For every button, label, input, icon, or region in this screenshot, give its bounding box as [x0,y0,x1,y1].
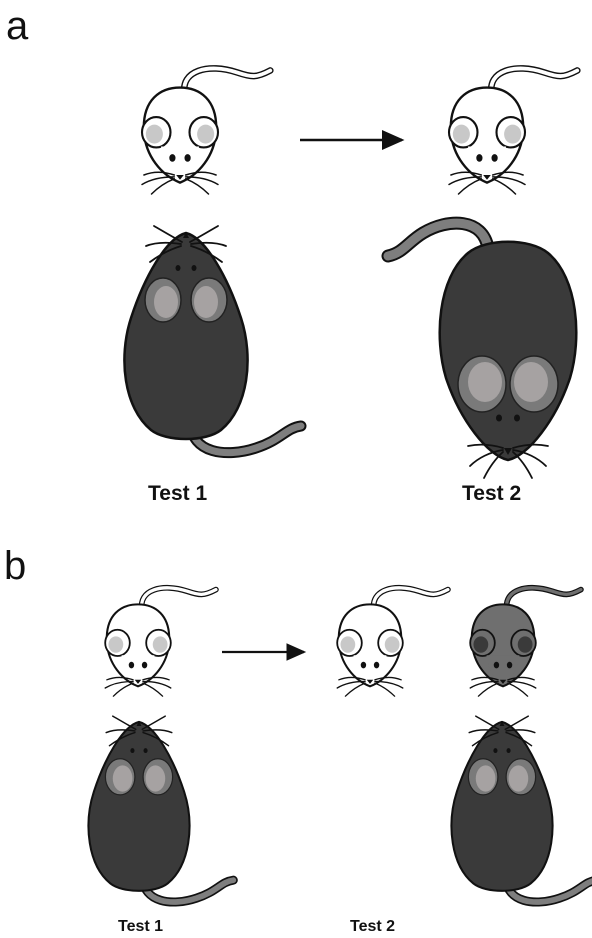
white-mouse-icon [105,588,216,696]
dark-mouse-icon [124,226,301,453]
dark-mouse-icon [451,716,592,902]
white-mouse-icon [142,68,270,194]
white-mouse-icon [449,68,577,194]
dark-mouse-icon [388,223,576,478]
white-mouse-icon [337,588,448,696]
dark-mouse-icon [88,716,233,902]
gray-mouse-icon [470,588,581,696]
